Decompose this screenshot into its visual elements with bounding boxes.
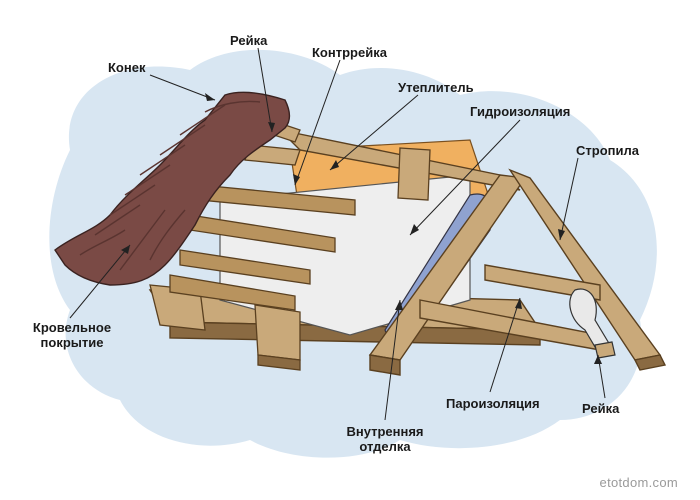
label-krovelnoe-pokrytie: Кровельное покрытие [12, 320, 132, 350]
watermark: etotdom.com [599, 475, 678, 490]
label-uteplitel: Утеплитель [398, 80, 474, 95]
label-vnutrennyaya-otdelka: Внутренняя отделка [330, 424, 440, 454]
leader-paroizolyaciya [489, 297, 521, 393]
label-reyka-bottom: Рейка [582, 401, 620, 416]
leader-reyka-top [257, 47, 273, 133]
leader-krovelnoe [69, 244, 131, 319]
counter-battens [169, 184, 356, 311]
rafters [277, 128, 667, 376]
label-vnutrennyaya-line1: Внутренняя [346, 424, 424, 439]
label-kontrreyka: Контррейка [312, 45, 387, 60]
leader-uteplitel [329, 94, 419, 171]
leader-lines [69, 47, 606, 421]
leader-vnutrennyaya [384, 299, 401, 421]
leader-arrowheads [121, 93, 602, 364]
leader-gidroizolyaciya [409, 119, 521, 236]
leader-stropila [559, 157, 579, 241]
label-krovelnoe-line1: Кровельное [32, 320, 112, 335]
roof-covering [54, 91, 291, 286]
battens [244, 119, 431, 201]
rafter-ends [149, 284, 301, 371]
label-krovelnoe-line2: покрытие [40, 335, 104, 350]
leader-kontrreyka [294, 59, 341, 186]
label-vnutrennyaya-line2: отделка [359, 439, 411, 454]
label-konek: Конек [108, 60, 146, 75]
label-reyka-top: Рейка [230, 33, 268, 48]
leader-konek [149, 74, 216, 101]
label-paroizolyaciya: Пароизоляция [446, 396, 540, 411]
bottom-batten [569, 288, 616, 359]
label-gidroizolyaciya: Гидроизоляция [470, 104, 571, 119]
label-stropila: Стропила [576, 143, 639, 158]
